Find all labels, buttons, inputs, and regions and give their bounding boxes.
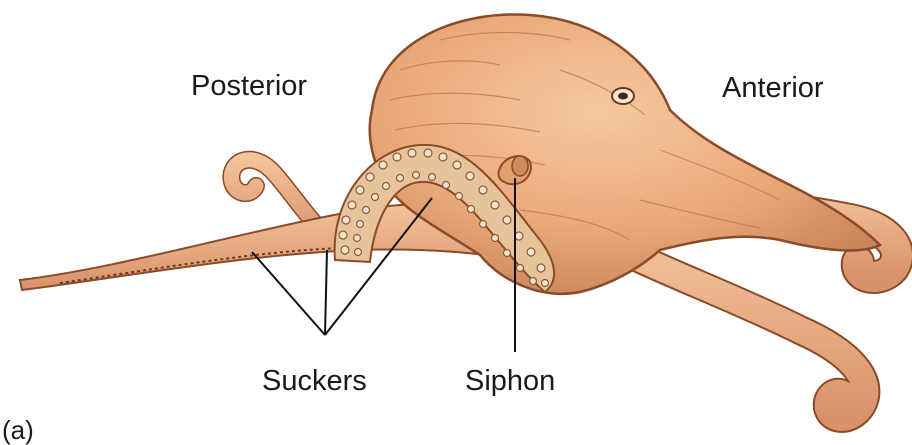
suckers-label: Suckers xyxy=(262,367,367,396)
anterior-label: Anterior xyxy=(722,74,824,103)
panel-label: (a) xyxy=(2,417,34,443)
suckers-leader-2 xyxy=(325,250,327,335)
siphon-label: Siphon xyxy=(465,367,555,396)
suckers-leader-1 xyxy=(252,252,325,335)
eye-icon xyxy=(612,88,634,104)
posterior-label: Posterior xyxy=(191,72,307,101)
